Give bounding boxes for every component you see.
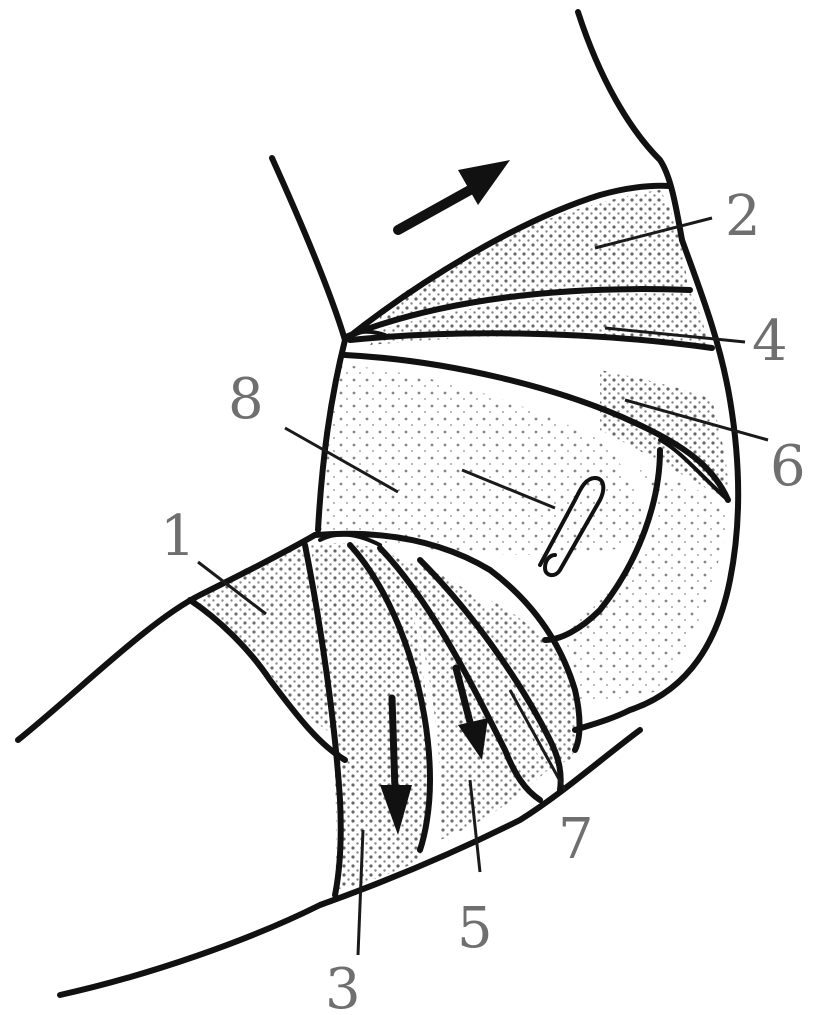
- bandage-shading: [190, 190, 728, 890]
- label-5: 5: [457, 896, 493, 961]
- label-3: 3: [325, 957, 361, 1015]
- label-8: 8: [228, 367, 264, 432]
- label-6: 6: [770, 434, 806, 499]
- label-7: 7: [558, 807, 594, 872]
- label-4: 4: [752, 309, 788, 374]
- label-2: 2: [725, 184, 761, 249]
- arrow-up-right-icon: [398, 160, 510, 230]
- label-1: 1: [160, 504, 196, 569]
- turn-8-shading: [320, 365, 643, 555]
